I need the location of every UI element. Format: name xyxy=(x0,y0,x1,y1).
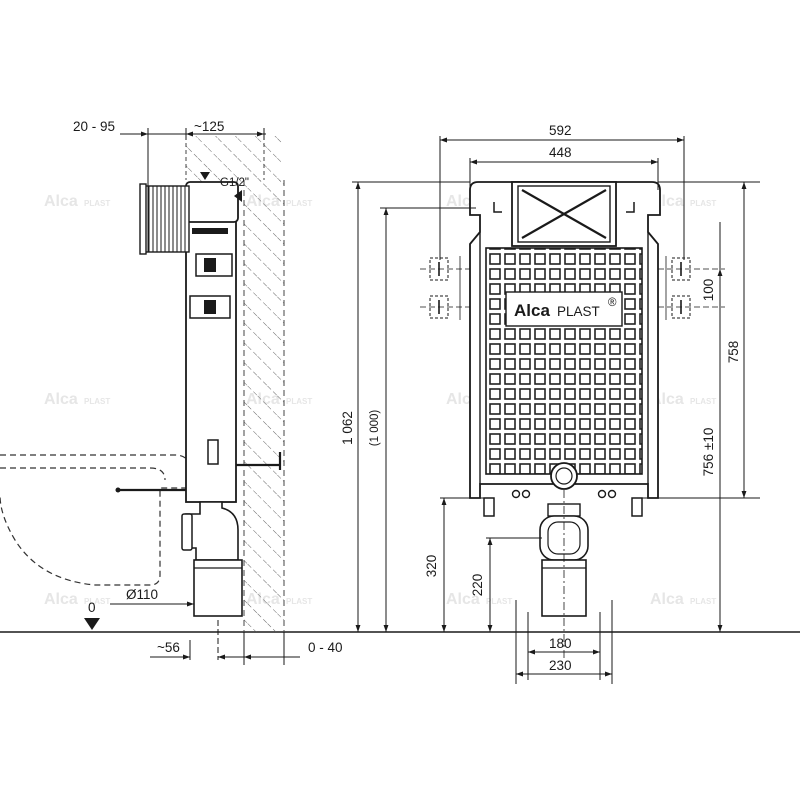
dim-frame-height-label: (1 000) xyxy=(369,410,381,447)
svg-text:PLAST: PLAST xyxy=(690,199,716,208)
svg-text:Alca: Alca xyxy=(44,193,78,210)
svg-text:PLAST: PLAST xyxy=(84,397,110,406)
water-inlet-hose xyxy=(139,183,190,255)
wall-top-hatch xyxy=(186,136,282,182)
floor-level-label: 0 xyxy=(88,600,96,615)
dim-bolt-height-label: 758 xyxy=(726,341,741,364)
svg-text:PLAST: PLAST xyxy=(486,597,512,606)
svg-text:Alca: Alca xyxy=(44,591,78,608)
thread-arrow-icon xyxy=(200,172,210,180)
svg-text:PLAST: PLAST xyxy=(84,597,110,606)
svg-text:PLAST: PLAST xyxy=(84,199,110,208)
dim-bolt-spacing-label: 100 xyxy=(701,279,716,302)
dim-pipe-span-label: 230 xyxy=(549,658,572,673)
brand-mark: ® xyxy=(608,297,617,309)
watermark-12: Alca PLAST xyxy=(650,591,716,608)
dim-outlet-height-label: 756 ±10 xyxy=(701,428,716,477)
flush-valve xyxy=(550,462,578,490)
dim-inner-width-label: 448 xyxy=(549,145,572,160)
svg-text:Alca: Alca xyxy=(446,591,480,608)
watermark-5: Alca PLAST xyxy=(44,391,110,408)
cistern-body-side xyxy=(185,189,237,503)
svg-text:PLAST: PLAST xyxy=(690,597,716,606)
svg-text:Alca: Alca xyxy=(650,591,684,608)
dim-outer-width-label: 592 xyxy=(549,123,572,138)
watermark-11: Alca PLAST xyxy=(446,591,512,608)
thread-label: G1/2" xyxy=(220,177,249,189)
floor-level-icon xyxy=(84,618,100,630)
svg-text:PLAST: PLAST xyxy=(286,597,312,606)
side-view: 20 - 95 ~125 G1/2" Ø110 0 ~56 0 - 40 xyxy=(0,119,343,665)
svg-text:PLAST: PLAST xyxy=(286,397,312,406)
side-slot xyxy=(207,439,219,465)
front-view: Alca PLAST ® xyxy=(340,123,760,684)
brand-name-regular: PLAST xyxy=(557,304,600,319)
foot-left xyxy=(483,497,495,517)
dim-total-height-label: 1 062 xyxy=(340,411,355,445)
watermark-1: Alca PLAST xyxy=(44,193,110,210)
dim-pipe-label: Ø110 xyxy=(126,587,158,602)
brand-name-bold: Alca xyxy=(514,301,550,320)
bracket-1 xyxy=(192,228,228,234)
dim-offset-label: 20 - 95 xyxy=(73,119,115,134)
drain-pipe-front xyxy=(539,490,589,660)
foot-right xyxy=(631,497,643,517)
wall-hatch xyxy=(244,180,284,632)
watermark-9: Alca PLAST xyxy=(44,591,110,608)
dim-depth-label: ~125 xyxy=(194,119,224,134)
bracket-2 xyxy=(195,253,233,277)
svg-text:Alca: Alca xyxy=(44,391,78,408)
dim-feet-height-label: 320 xyxy=(424,555,439,578)
dim-pipe-spacing-label: 180 xyxy=(549,636,572,651)
toilet-bowl-outline xyxy=(0,454,191,586)
cistern-grid-panel xyxy=(485,247,643,475)
brand-plate xyxy=(505,291,623,327)
dim-bottom-left-label: ~56 xyxy=(157,640,180,655)
svg-text:PLAST: PLAST xyxy=(286,199,312,208)
dim-bottom-right-label: 0 - 40 xyxy=(308,640,343,655)
bolt-marks xyxy=(420,256,725,320)
dim-outlet-low-label: 220 xyxy=(470,574,485,597)
drain-pipe-side xyxy=(181,501,243,617)
thread-arrow-side-icon xyxy=(234,190,242,202)
svg-text:PLAST: PLAST xyxy=(690,397,716,406)
bracket-3 xyxy=(189,295,231,319)
